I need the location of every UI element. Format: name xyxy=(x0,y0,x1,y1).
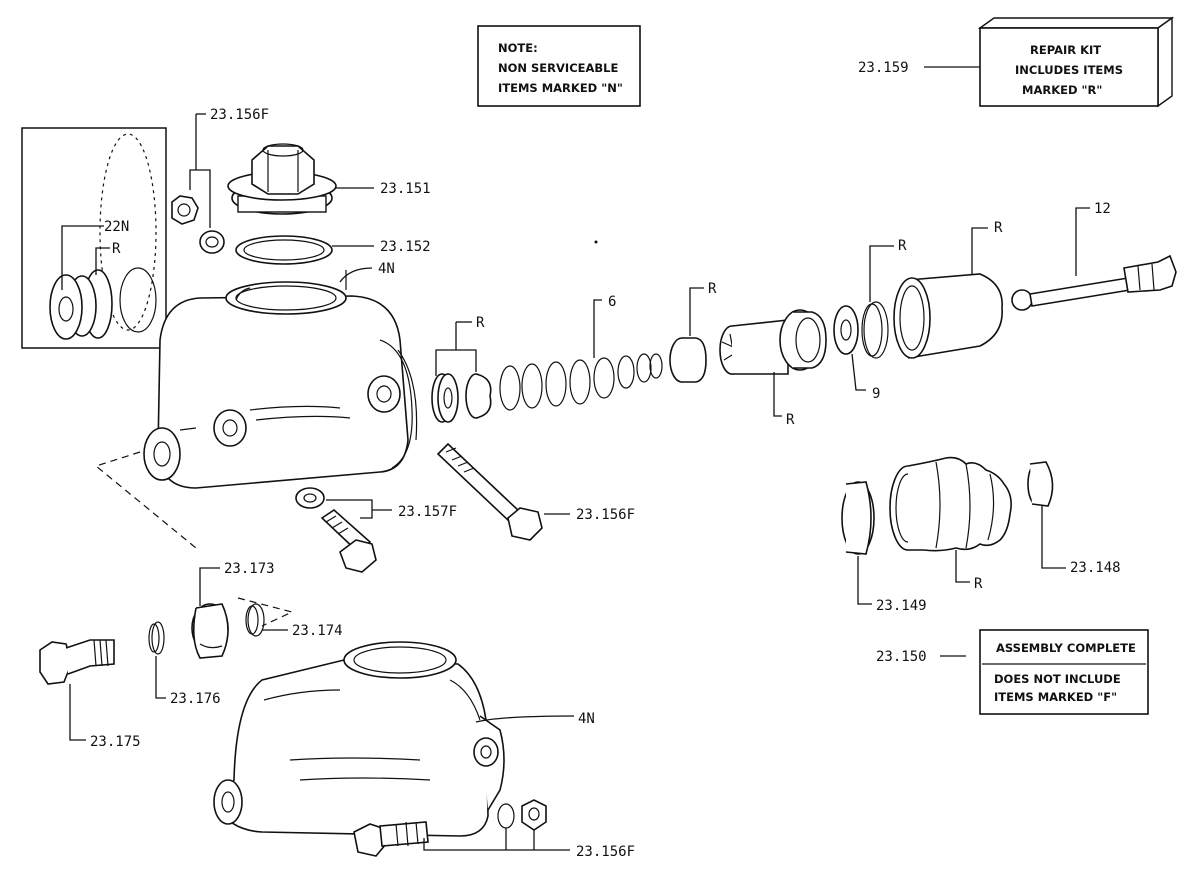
return-spring: 6 xyxy=(499,294,663,411)
secondary-seal: R xyxy=(669,281,717,383)
label-22n: 22N xyxy=(104,219,129,235)
dust-boot-lower: R xyxy=(889,456,1012,592)
label-r-circlip: R xyxy=(898,238,907,254)
boot-ring-23-148: 23.148 xyxy=(1027,461,1121,576)
banjo-washer-left: 23.176 xyxy=(148,621,221,707)
label-r-boot2: R xyxy=(974,576,983,592)
master-cylinder-body-upper: 4N xyxy=(143,261,418,489)
label-23-149: 23.149 xyxy=(876,598,927,614)
note-line-3: ITEMS MARKED "N" xyxy=(498,81,623,95)
label-r-cups: R xyxy=(476,315,485,331)
label-4n-bottom: 4N xyxy=(578,711,595,727)
label-23-156f-top: 23.156F xyxy=(210,107,269,123)
piston-cups: R xyxy=(431,315,492,423)
label-23-174: 23.174 xyxy=(292,623,343,639)
label-4n-top: 4N xyxy=(378,261,395,277)
short-bolt-and-washer: 23.157F xyxy=(295,487,457,573)
inset-box: 22N R xyxy=(21,127,167,349)
dust-boot-upper: R xyxy=(893,220,1003,359)
repair-kit-number: 23.159 xyxy=(858,60,909,76)
assembly-line-1: ASSEMBLY COMPLETE xyxy=(996,641,1136,655)
long-bolt: 23.156F xyxy=(436,442,635,541)
repair-kit-line-3: MARKED "R" xyxy=(1022,83,1102,97)
stop-washer: 9 xyxy=(833,305,880,402)
label-23-156f-mid: 23.156F xyxy=(576,507,635,523)
label-6: 6 xyxy=(608,294,616,310)
assembly-number: 23.150 xyxy=(876,649,927,665)
boot-ring-23-149: 23.149 xyxy=(841,481,927,614)
assembly-complete-box: ASSEMBLY COMPLETE DOES NOT INCLUDE ITEMS… xyxy=(876,629,1149,715)
speck xyxy=(594,240,598,244)
label-23-157f: 23.157F xyxy=(398,504,457,520)
cap-gasket: 23.152 xyxy=(235,235,431,265)
assembly-line-3: ITEMS MARKED "F" xyxy=(994,690,1117,704)
assembly-line-2: DOES NOT INCLUDE xyxy=(994,672,1121,686)
repair-kit-line-1: REPAIR KIT xyxy=(1030,43,1101,57)
banjo-washer-right: 23.174 xyxy=(237,597,343,639)
circlip: R xyxy=(861,238,907,359)
piston: R xyxy=(719,309,827,428)
reservoir-cap: 23.151 xyxy=(227,143,431,215)
label-r-seal: R xyxy=(708,281,717,297)
dashed-projection-upper xyxy=(94,451,197,549)
note-line-2: NON SERVICEABLE xyxy=(498,61,618,75)
master-cylinder-body-lower: 4N xyxy=(213,641,595,837)
label-23-173: 23.173 xyxy=(224,561,275,577)
label-23-156f-bottom: 23.156F xyxy=(576,844,635,860)
label-r-inset: R xyxy=(112,241,121,257)
repair-kit-line-2: INCLUDES ITEMS xyxy=(1015,63,1123,77)
banjo-bolt: 23.175 xyxy=(39,639,141,750)
label-23-176: 23.176 xyxy=(170,691,221,707)
note-title: NOTE: xyxy=(498,41,538,55)
label-23-148: 23.148 xyxy=(1070,560,1121,576)
nut-and-washer-top: 23.156F xyxy=(171,107,269,254)
label-r-boot: R xyxy=(994,220,1003,236)
label-9: 9 xyxy=(872,386,880,402)
repair-kit-box: REPAIR KIT INCLUDES ITEMS MARKED "R" 23.… xyxy=(858,16,1175,108)
bottom-bolt-nut-washer: 23.156F xyxy=(353,799,635,860)
banjo-fitting: 23.173 xyxy=(191,561,275,659)
label-23-152: 23.152 xyxy=(380,239,431,255)
label-12: 12 xyxy=(1094,201,1111,217)
note-box: NOTE: NON SERVICEABLE ITEMS MARKED "N" xyxy=(477,25,641,107)
label-r-piston: R xyxy=(786,412,795,428)
push-rod: 12 xyxy=(1011,201,1177,311)
label-23-175: 23.175 xyxy=(90,734,141,750)
label-23-151: 23.151 xyxy=(380,181,431,197)
